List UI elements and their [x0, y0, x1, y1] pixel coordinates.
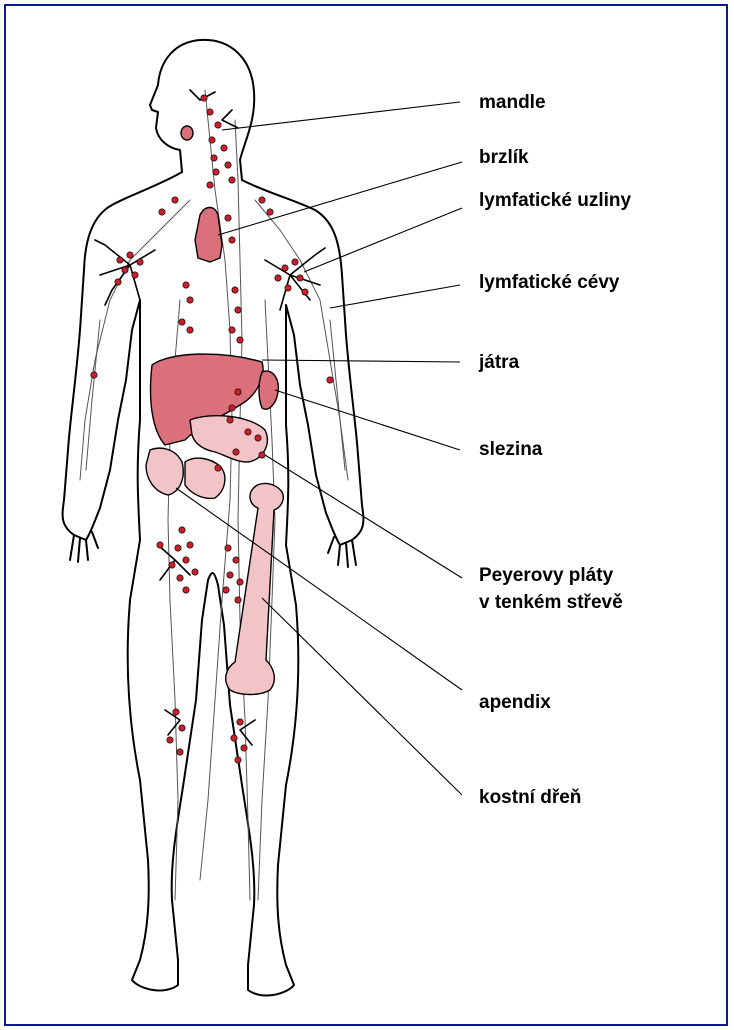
- label-peyer-line2: v tenkém střevě: [479, 590, 623, 615]
- label-bone-marrow: kostní dřeň: [479, 785, 581, 810]
- label-peyer-line1: Peyerovy pláty: [479, 563, 613, 588]
- label-spleen: slezina: [479, 437, 542, 462]
- label-appendix: apendix: [479, 690, 551, 715]
- label-tonsils: mandle: [479, 90, 546, 115]
- appendix-shape: [146, 448, 183, 495]
- tonsil-shape: [181, 126, 193, 140]
- label-lymph-nodes: lymfatické uzliny: [479, 188, 631, 213]
- organs: [146, 126, 283, 695]
- label-thymus: brzlík: [479, 145, 529, 170]
- label-lymph-vessels: lymfatické cévy: [479, 270, 620, 295]
- label-liver: játra: [479, 350, 519, 375]
